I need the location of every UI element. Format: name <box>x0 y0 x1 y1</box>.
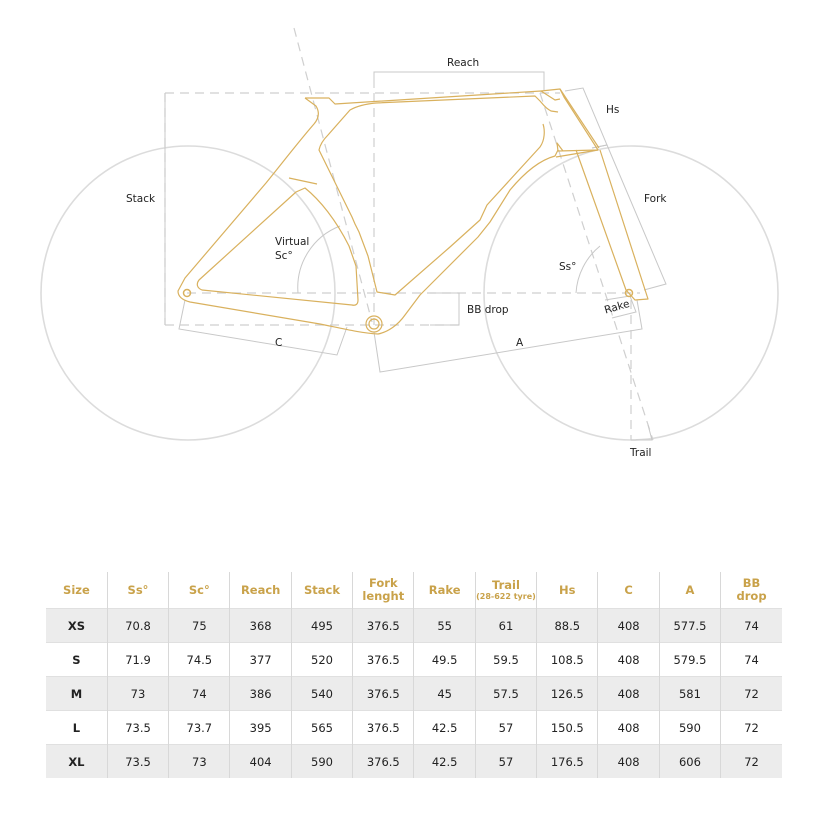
cell: 376.5 <box>352 676 414 711</box>
table-row: S 71.9 74.5 377 520 376.5 49.5 59.5 108.… <box>46 642 782 677</box>
label-a: A <box>516 337 524 349</box>
label-reach: Reach <box>447 57 480 69</box>
cell-size: XL <box>46 744 108 778</box>
cell-size: L <box>46 710 108 745</box>
cell: 376.5 <box>352 642 414 677</box>
header-size: Size <box>63 582 90 597</box>
cell: 590 <box>290 744 353 778</box>
cell: 73.5 <box>106 744 169 778</box>
cell-size: M <box>46 676 108 711</box>
cell: 74 <box>720 642 782 677</box>
cell: 45 <box>413 676 476 711</box>
cell: 495 <box>290 608 353 643</box>
table-row: XS 70.8 75 368 495 376.5 55 61 88.5 408 … <box>46 608 782 643</box>
header-sc: Sc° <box>168 572 230 609</box>
cell: 108.5 <box>536 642 598 677</box>
cell: 520 <box>290 642 353 677</box>
header-rake: Rake <box>413 572 476 609</box>
cell: 376.5 <box>352 710 414 745</box>
cell: 579.5 <box>658 642 721 677</box>
table-row: M 73 74 386 540 376.5 45 57.5 126.5 408 … <box>46 676 782 711</box>
cell: 126.5 <box>536 676 598 711</box>
guide-dashed-lines <box>164 27 654 441</box>
label-ss-angle: Ss° <box>559 261 577 273</box>
cell: 72 <box>720 710 782 745</box>
cell: 74 <box>720 608 782 643</box>
label-virtual: Virtual <box>275 236 310 248</box>
cell-size: XS <box>46 608 108 643</box>
cell: 72 <box>720 676 782 711</box>
cell: 42.5 <box>413 744 476 778</box>
cell: 577.5 <box>658 608 721 643</box>
cell: 376.5 <box>352 744 414 778</box>
cell: 71.9 <box>106 642 169 677</box>
table-row: XL 73.5 73 404 590 376.5 42.5 57 176.5 4… <box>46 744 782 778</box>
cell: 606 <box>658 744 721 778</box>
label-c: C <box>275 337 283 349</box>
frame-outline <box>177 88 649 335</box>
label-sc-angle: Sc° <box>275 250 293 262</box>
cell: 408 <box>597 710 660 745</box>
cell: 42.5 <box>413 710 476 745</box>
cell-size: S <box>46 642 108 677</box>
cell: 176.5 <box>536 744 598 778</box>
header-trail: Trail(28-622 tyre) <box>474 572 537 609</box>
cell: 408 <box>597 642 660 677</box>
cell: 590 <box>658 710 721 745</box>
label-fork: Fork <box>644 193 667 205</box>
cell: 73.5 <box>106 710 169 745</box>
header-c: C <box>597 572 660 609</box>
cell: 150.5 <box>536 710 598 745</box>
cell: 73 <box>168 744 230 778</box>
rear-wheel <box>40 145 336 441</box>
cell: 73.7 <box>168 710 230 745</box>
label-bb-drop: BB drop <box>467 304 509 316</box>
cell: 57 <box>474 710 537 745</box>
cell: 72 <box>720 744 782 778</box>
cell: 404 <box>229 744 292 778</box>
cell: 57 <box>474 744 537 778</box>
cell: 74 <box>168 676 230 711</box>
cell: 386 <box>229 676 292 711</box>
geometry-diagram: Reach Hs Stack Fork Virtual Sc° Ss° BB d… <box>40 27 779 459</box>
cell: 565 <box>290 710 353 745</box>
cell: 70.8 <box>106 608 169 643</box>
wheels <box>40 145 779 441</box>
cell: 57.5 <box>474 676 537 711</box>
cell: 61 <box>474 608 537 643</box>
cell: 55 <box>413 608 476 643</box>
label-trail: Trail <box>630 447 652 459</box>
cell: 75 <box>168 608 230 643</box>
cell: 73 <box>106 676 169 711</box>
header-ss: Ss° <box>106 572 169 609</box>
cell: 74.5 <box>168 642 230 677</box>
header-hs: Hs <box>536 572 598 609</box>
label-hs: Hs <box>606 104 620 116</box>
cell: 395 <box>229 710 292 745</box>
cell: 408 <box>597 676 660 711</box>
cell: 88.5 <box>536 608 598 643</box>
label-stack: Stack <box>126 193 156 205</box>
cell: 368 <box>229 608 292 643</box>
cell: 59.5 <box>474 642 537 677</box>
cell: 377 <box>229 642 292 677</box>
cell: 49.5 <box>413 642 476 677</box>
cell: 581 <box>658 676 721 711</box>
guide-solid-lines <box>164 71 667 441</box>
header-reach: Reach <box>229 572 292 609</box>
header-stack: Stack <box>290 572 353 609</box>
table-row: L 73.5 73.7 395 565 376.5 42.5 57 150.5 … <box>46 710 782 745</box>
cell: 540 <box>290 676 353 711</box>
bike-frame-drawing <box>40 27 779 441</box>
cell: 376.5 <box>352 608 414 643</box>
cell: 408 <box>597 744 660 778</box>
cell: 408 <box>597 608 660 643</box>
header-a: A <box>658 572 721 609</box>
